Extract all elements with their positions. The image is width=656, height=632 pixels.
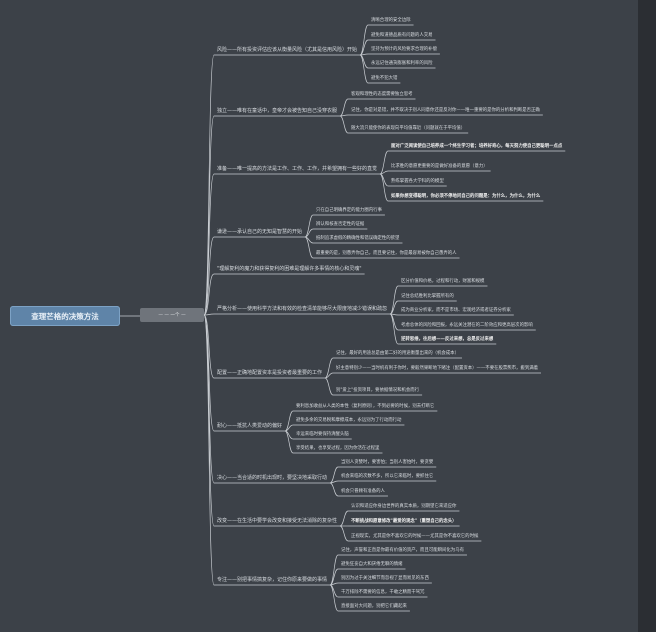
leaf-topic[interactable]: 避免和道德品质有问题的人交易 [371, 33, 433, 38]
branch-topic[interactable]: 改变——在生活中要学会改变和接受无法消除的复杂性 [217, 518, 338, 524]
leaf-topic[interactable]: 随大流只能使你的表现向平均值靠近（问题就在于平均值） [351, 126, 466, 131]
leaf-topic[interactable]: 避免不犯大错 [371, 76, 398, 81]
leaf-topic[interactable]: 区分价值和价格，过程和行动，财富和规模 [401, 279, 485, 284]
side-panel [638, 0, 656, 632]
leaf-connector [304, 236, 314, 259]
leaf-topic[interactable]: 逆转思维，往后想——反过来想，总是反过来想 [401, 337, 494, 342]
leaf-topic[interactable]: 客观和理性的态度需要独立思考 [351, 92, 413, 97]
branch-connector [203, 314, 215, 586]
leaf-connector [329, 584, 339, 612]
leaf-topic[interactable]: 熟练掌握各大学科的的模型 [391, 179, 444, 184]
leaf-topic[interactable]: 比求胜的意愿更重要的是做好准备的意愿（意力） [391, 164, 488, 169]
leaf-topic[interactable]: 记住，声誉和正直是你最有价值的资产，而且可能瞬间化为乌有 [341, 548, 464, 553]
leaf-connector [359, 24, 369, 56]
leaf-topic[interactable]: 记住，你是对是错，并不取决于别人同意你还是反对你——唯一重要的是你的分析和判断是… [351, 108, 540, 113]
branch-topic[interactable]: 决心——当合适的时机出现时，要坚决地采取行动 [217, 475, 328, 481]
hub-topic-label: — — 一个 — [158, 313, 186, 318]
leaf-topic[interactable]: 千万排除不需要的信息，千敢之精而干驾冗 [341, 590, 425, 595]
leaf-topic[interactable]: 避免多余的交易税和摩擦成本，永远别为了行动而行动 [296, 418, 402, 423]
leaf-connector [324, 372, 334, 379]
leaf-topic[interactable]: 坚持为预计的风险要求合理的补偿 [371, 47, 437, 52]
branch-topic[interactable]: 耐心——抵抗人类爱动的偏好 [217, 423, 283, 429]
leaf-connector [329, 554, 339, 586]
leaf-connector [304, 228, 314, 238]
leaf-topic[interactable]: 清晰合理的安全边际 [371, 18, 411, 23]
leaf-topic[interactable]: 抵制追求虚假的精确性和错误确定性的欲望 [316, 236, 400, 241]
leaf-topic[interactable]: 记住，最好的用途总是由第二好的用途衡量出来的（机会成本） [336, 351, 459, 356]
branch-topic[interactable]: "理解复利的魔力和获得复利的困难是理解许多事情的核心和灵魂" [217, 266, 362, 272]
leaf-connector [389, 300, 399, 315]
leaf-topic[interactable]: 避免狂妄自大和厌倦无聊的情绪 [341, 562, 403, 567]
leaf-connector [329, 568, 339, 586]
leaf-topic[interactable]: 享受结果，也享受过程，因为你活在过程里 [296, 446, 380, 451]
leaf-connector [389, 313, 399, 345]
leaf-connector [339, 510, 349, 527]
branch-topic[interactable]: 配置——正确地配置资本是投资者最重要的工作 [217, 370, 323, 376]
leaf-topic[interactable]: 正视现实，尤其是你不喜欢它的时候——尤其是你不喜欢它的时候 [351, 534, 479, 539]
leaf-topic[interactable]: 如果你想变得聪明，你必须不停地问自己的问题是：为什么，为什么，为什么 [391, 194, 541, 199]
leaf-connector [379, 150, 389, 175]
leaf-topic[interactable]: 好主意特别少——当时机有利于你时，要毅然果断地下赌注（配置资本）——不要在股票熊… [336, 366, 538, 371]
leaf-connector [359, 39, 369, 56]
leaf-connector [304, 214, 314, 238]
leaf-connector [379, 173, 389, 202]
leaf-connector [324, 377, 334, 396]
leaf-topic[interactable]: 要利息加收益从人类的本性（复利原则），不到必要的时候，别去打断它 [296, 404, 435, 409]
branch-connector [203, 115, 215, 316]
leaf-connector [339, 525, 349, 542]
leaf-topic[interactable]: 直接面对大问题，别把它们藏起来 [341, 604, 407, 609]
root-topic[interactable]: 查理芒格的决策方法 [10, 306, 120, 326]
branch-topic[interactable]: 谦逊——承认自己的无知是智慧的开始 [217, 229, 303, 235]
branch-connector [203, 273, 215, 316]
branch-connector [203, 313, 215, 316]
leaf-topic[interactable]: 记住总结胜利比掌握所有的 [401, 294, 454, 299]
branch-topic[interactable]: 独立——唯有在童话中，皇帝才会被告知自己没穿衣服 [217, 108, 338, 114]
leaf-topic[interactable]: 机会来临的次数不多，所以它来临时，要抓住它 [341, 474, 434, 479]
leaf-topic[interactable]: 永远记住通货膨胀和利率的风险 [371, 61, 433, 66]
leaf-topic[interactable]: 别因为过于关注细节而忽视了显而易见的东西 [341, 576, 429, 581]
branch-connector [203, 173, 215, 316]
leaf-topic[interactable]: 不断挑战和愿意修改"最爱的观念"（重塑自己的念头） [351, 519, 457, 524]
leaf-connector [339, 115, 349, 134]
leaf-topic[interactable]: 机会只眷顾有准备的人 [341, 489, 385, 494]
leaf-connector [324, 357, 334, 379]
leaf-topic[interactable]: 考虑总体的风险和回报，永远关注潜在的二阶效应和更高层次的影响 [401, 323, 533, 328]
leaf-topic[interactable]: 认识和适应你身边世界的真实本质，别期望它来适应你 [351, 504, 457, 509]
leaf-topic[interactable]: 辨认和核查否定性的证据 [316, 222, 365, 227]
leaf-topic[interactable]: 最重要的是，别愚弄你自己，而且要记住，你是最容易被你自己愚弄的人 [316, 251, 457, 256]
leaf-topic[interactable]: 只在自己明确界定的能力圈内行事 [316, 208, 382, 213]
hub-topic[interactable]: — — 一个 — [140, 308, 204, 322]
branch-topic[interactable]: 准备——唯一提高的方法是工作、工作、工作，并希望拥有一些好的直觉 [217, 166, 378, 172]
leaf-topic[interactable]: 当别人贪婪时，要害怕；当别人害怕时，要贪婪 [341, 460, 434, 465]
leaf-topic[interactable]: 别"爱上"投资项目，要依据情况和机会而行 [336, 388, 420, 393]
leaf-topic[interactable]: 成为商业分析家，而不是市场、宏观经济或者证券分析家 [401, 308, 511, 313]
leaf-topic[interactable]: 面对广泛阅读使自己培养成一个终生学习者；培养好奇心，每天努力使自己更聪明一点点 [391, 144, 563, 149]
leaf-connector [339, 98, 349, 117]
leaf-connector [329, 466, 339, 484]
branch-topic[interactable]: 风险——所有投资评估应该从衡量风险（尤其是信用风险）开始 [217, 47, 358, 53]
leaf-connector [389, 285, 399, 315]
branch-topic[interactable]: 专注——别把事情搞复杂，记住你原来要做的事情 [217, 577, 328, 583]
leaf-connector [340, 114, 349, 117]
leaf-topic[interactable]: 幸运来临时要保持清醒头脑 [296, 432, 349, 437]
root-topic-label: 查理芒格的决策方法 [31, 311, 99, 321]
leaf-connector [284, 430, 294, 454]
leaf-connector [359, 54, 369, 84]
leaf-connector [329, 482, 339, 497]
leaf-connector [284, 410, 294, 432]
branch-topic[interactable]: 严格分析——使用科学方法和有效的检查清单能够尽大限度地减少错误和疏忽 [217, 306, 388, 312]
